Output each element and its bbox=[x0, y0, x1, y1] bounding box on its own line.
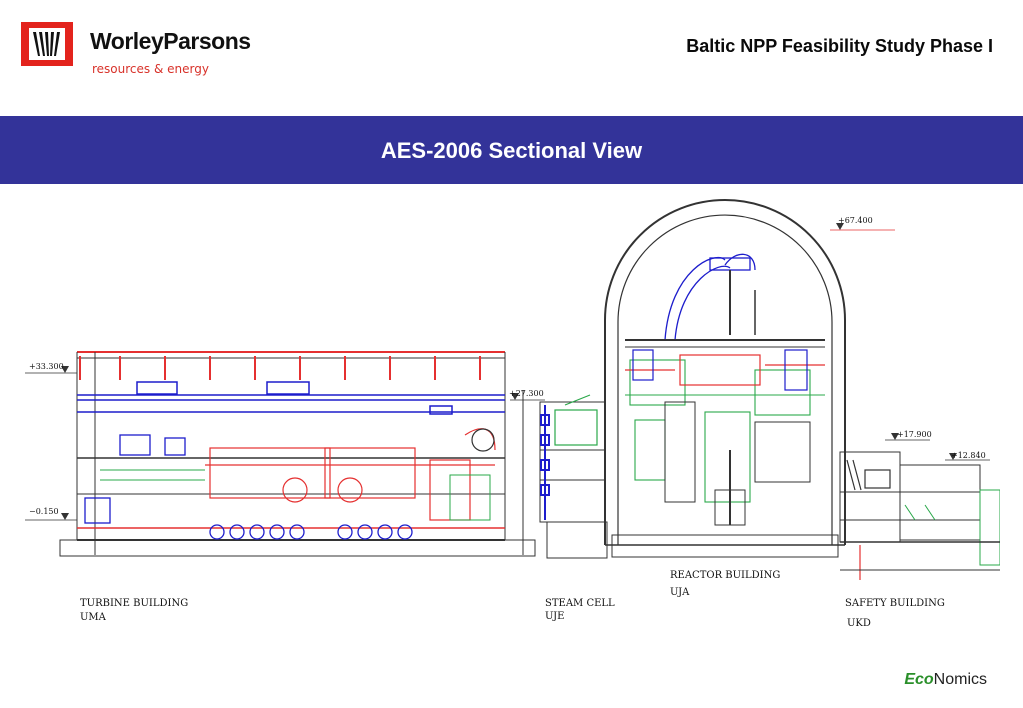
turbine-building-label: TURBINE BUILDING bbox=[80, 598, 188, 609]
elevation-label: +33.300 bbox=[29, 362, 64, 371]
title-band bbox=[0, 116, 1023, 184]
brand-suffix: Nomics bbox=[933, 671, 987, 688]
slide-title: AES-2006 Sectional View bbox=[380, 138, 643, 163]
turbine-building-section bbox=[59, 351, 536, 557]
elevation-label: −0.150 bbox=[29, 507, 59, 516]
reactor-building-section bbox=[604, 199, 846, 558]
elevation-leaders bbox=[25, 229, 990, 521]
safety-building-section bbox=[839, 451, 1000, 580]
company-tagline: resources & energy bbox=[92, 62, 209, 76]
company-name: WorleyParsons bbox=[90, 28, 251, 54]
worleyparsons-logo bbox=[21, 22, 73, 66]
elevation-label: +67.400 bbox=[838, 216, 873, 225]
elevation-label: +12.840 bbox=[951, 451, 986, 460]
steam-cell-code: UJE bbox=[545, 611, 564, 622]
steam-cell-section bbox=[539, 394, 608, 559]
logo-mark-icon bbox=[29, 28, 65, 60]
steam-cell-label: STEAM CELL bbox=[545, 598, 615, 609]
reactor-building-code: UJA bbox=[670, 587, 690, 598]
safety-building-label: SAFETY BUILDING bbox=[845, 598, 945, 609]
project-title: Baltic NPP Feasibility Study Phase I bbox=[686, 36, 993, 56]
reactor-building-label: REACTOR BUILDING bbox=[670, 570, 780, 581]
sectional-view-drawing: +67.400 +33.300 +27.300 +17.900 +12.840 … bbox=[25, 199, 1000, 629]
turbine-building-code: UMA bbox=[80, 612, 107, 623]
safety-building-code: UKD bbox=[847, 618, 871, 629]
brand-prefix: Eco bbox=[904, 671, 934, 688]
economics-logo: EcoNomics bbox=[904, 671, 987, 689]
elevation-label: +17.900 bbox=[897, 430, 932, 439]
elevation-label: +27.300 bbox=[509, 389, 544, 398]
